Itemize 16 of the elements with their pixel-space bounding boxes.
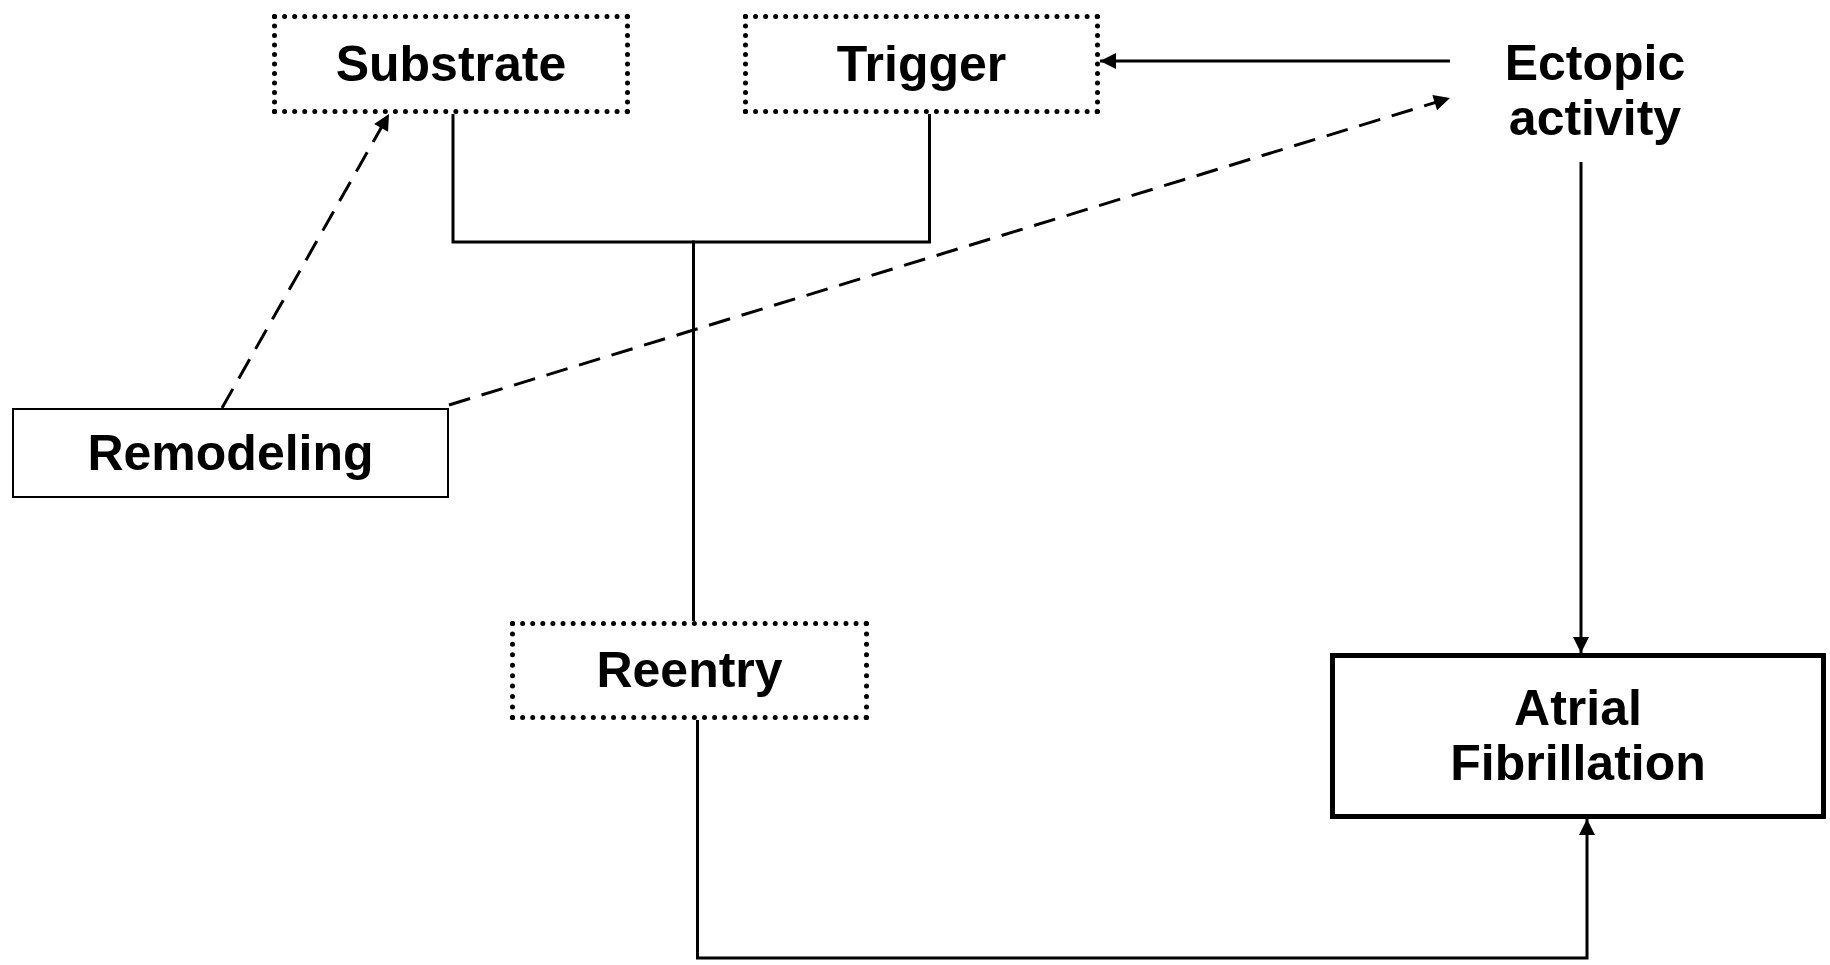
- arrow: [696, 720, 1595, 960]
- node-label: Atrial Fibrillation: [1449, 681, 1707, 791]
- dotted-box: [510, 621, 869, 720]
- node-label: Ectopic activity: [1503, 36, 1687, 146]
- process-box: [1330, 653, 1826, 819]
- node-label: Reentry: [596, 643, 783, 698]
- dotted-box: [743, 14, 1100, 114]
- node-label: Trigger: [836, 36, 1007, 92]
- dotted-box: [272, 14, 630, 114]
- arrow: [1100, 53, 1450, 69]
- dashed-arrow: [220, 113, 391, 409]
- process-box: [12, 408, 449, 498]
- dashed-arrow: [448, 95, 1451, 407]
- arrow: [1573, 162, 1589, 653]
- node-label: Substrate: [335, 36, 567, 92]
- node-label: Remodeling: [87, 425, 374, 481]
